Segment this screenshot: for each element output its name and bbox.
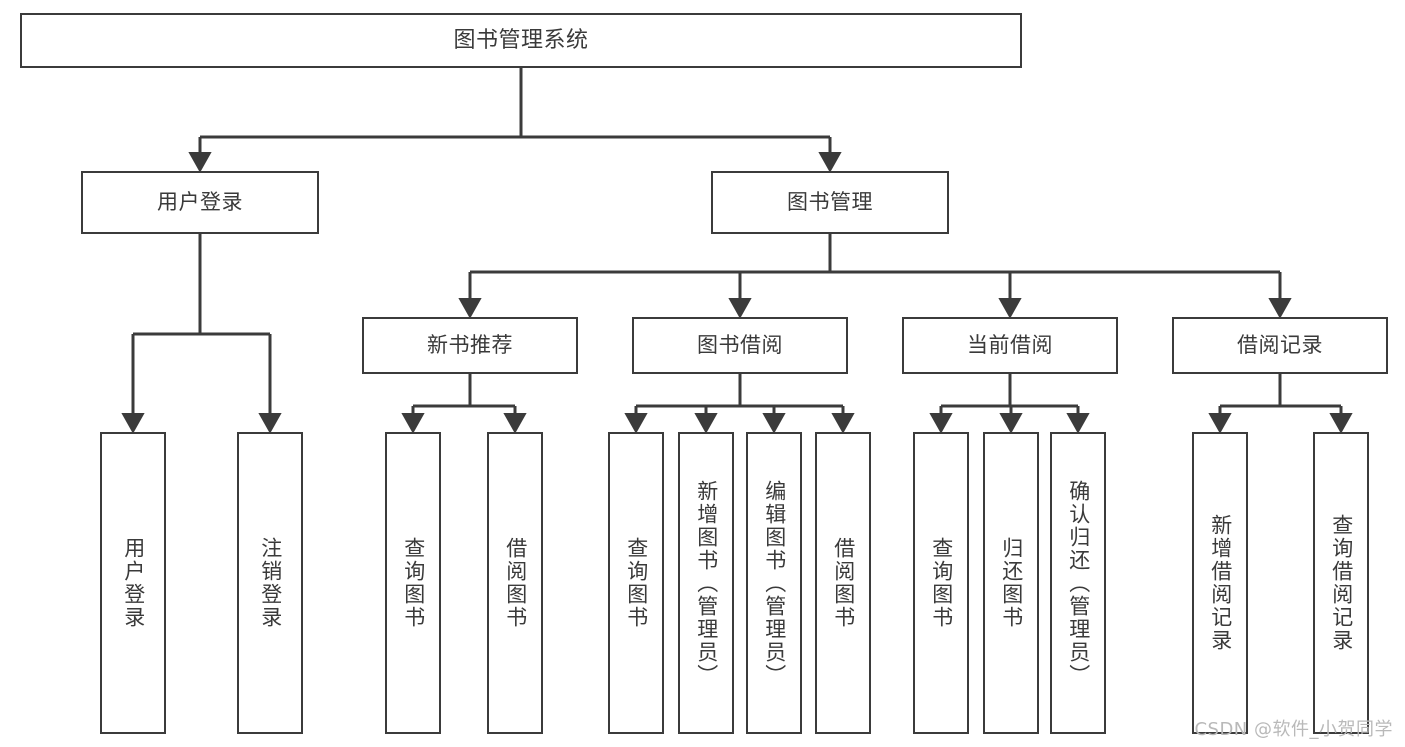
leaf-edit-book[interactable]: 编辑图书（管理员） <box>746 432 802 734</box>
leaf-return-book[interactable]: 归还图书 <box>983 432 1039 734</box>
leaf-query-book-2[interactable]: 查询图书 <box>608 432 664 734</box>
node-root[interactable]: 图书管理系统 <box>20 13 1022 68</box>
node-user-login[interactable]: 用户登录 <box>81 171 319 234</box>
leaf-logout[interactable]: 注销登录 <box>237 432 303 734</box>
node-book-manage[interactable]: 图书管理 <box>711 171 949 234</box>
leaf-borrow-book-2-label: 借阅图书 <box>831 537 856 629</box>
leaf-confirm-return[interactable]: 确认归还（管理员） <box>1050 432 1106 734</box>
leaf-add-record-label: 新增借阅记录 <box>1208 514 1233 652</box>
leaf-query-book-3-label: 查询图书 <box>929 537 954 629</box>
node-book-borrow[interactable]: 图书借阅 <box>632 317 848 374</box>
leaf-query-record[interactable]: 查询借阅记录 <box>1313 432 1369 734</box>
node-current-borrow-label: 当前借阅 <box>967 332 1053 357</box>
leaf-user-login[interactable]: 用户登录 <box>100 432 166 734</box>
leaf-query-record-label: 查询借阅记录 <box>1329 514 1354 652</box>
leaf-query-book-3[interactable]: 查询图书 <box>913 432 969 734</box>
leaf-add-book[interactable]: 新增图书（管理员） <box>678 432 734 734</box>
node-book-manage-label: 图书管理 <box>787 189 873 214</box>
node-root-label: 图书管理系统 <box>453 27 589 53</box>
leaf-add-book-label: 新增图书（管理员） <box>694 479 719 687</box>
node-book-borrow-label: 图书借阅 <box>697 332 783 357</box>
leaf-return-book-label: 归还图书 <box>999 537 1024 629</box>
leaf-borrow-book-1[interactable]: 借阅图书 <box>487 432 543 734</box>
leaf-borrow-book-2[interactable]: 借阅图书 <box>815 432 871 734</box>
node-new-book-recommend[interactable]: 新书推荐 <box>362 317 578 374</box>
leaf-confirm-return-label: 确认归还（管理员） <box>1066 479 1091 687</box>
node-current-borrow[interactable]: 当前借阅 <box>902 317 1118 374</box>
leaf-query-book-1[interactable]: 查询图书 <box>385 432 441 734</box>
leaf-logout-label: 注销登录 <box>258 537 283 629</box>
node-borrow-record[interactable]: 借阅记录 <box>1172 317 1388 374</box>
node-new-book-recommend-label: 新书推荐 <box>427 332 513 357</box>
node-user-login-label: 用户登录 <box>157 189 243 214</box>
leaf-query-book-2-label: 查询图书 <box>624 537 649 629</box>
leaf-add-record[interactable]: 新增借阅记录 <box>1192 432 1248 734</box>
node-borrow-record-label: 借阅记录 <box>1237 332 1323 357</box>
leaf-query-book-1-label: 查询图书 <box>401 537 426 629</box>
leaf-user-login-label: 用户登录 <box>121 537 146 629</box>
leaf-borrow-book-1-label: 借阅图书 <box>503 537 528 629</box>
leaf-edit-book-label: 编辑图书（管理员） <box>762 479 787 687</box>
